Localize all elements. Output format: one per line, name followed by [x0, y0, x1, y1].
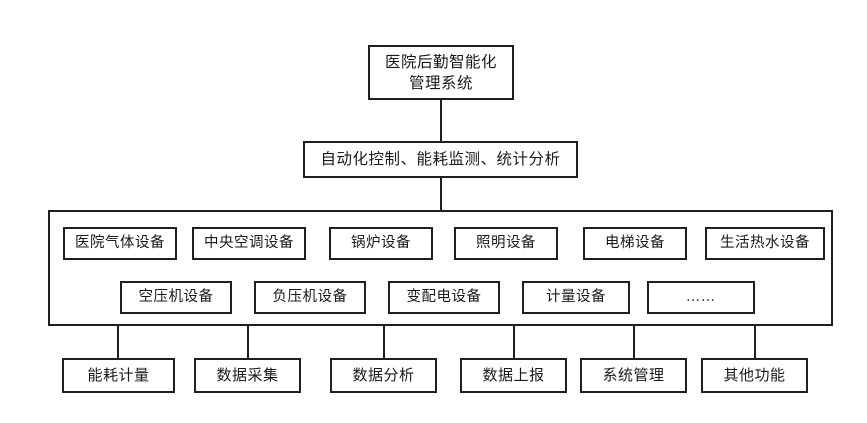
node-equipment-domestic-hot-water: 生活热水设备 [705, 227, 825, 260]
connector-to-function-system-management [633, 326, 635, 358]
node-equipment-power-distribution: 变配电设备 [388, 281, 500, 314]
node-equipment-more-ellipsis: …… [647, 281, 755, 314]
node-equipment-negative-pressure: 负压机设备 [254, 281, 366, 314]
node-function-data-reporting: 数据上报 [460, 358, 567, 393]
connector-layer2-to-equipment-group [440, 178, 442, 210]
node-equipment-medical-gas: 医院气体设备 [63, 227, 177, 260]
node-equipment-boiler: 锅炉设备 [329, 227, 433, 260]
node-function-data-analysis: 数据分析 [330, 358, 437, 393]
connector-to-function-data-reporting [513, 326, 515, 358]
connector-to-function-other [754, 326, 756, 358]
node-equipment-elevator: 电梯设备 [583, 227, 687, 260]
connector-root-to-layer2 [440, 100, 442, 141]
node-equipment-metering: 计量设备 [522, 281, 630, 314]
node-equipment-air-compressor: 空压机设备 [120, 281, 232, 314]
node-layer2-capabilities: 自动化控制、能耗监测、统计分析 [303, 141, 578, 178]
node-root-system: 医院后勤智能化 管理系统 [368, 45, 514, 100]
connector-to-function-energy-metering [117, 326, 119, 358]
node-function-other: 其他功能 [701, 358, 808, 393]
connector-to-function-data-collection [247, 326, 249, 358]
node-equipment-central-air-conditioning: 中央空调设备 [192, 227, 306, 260]
node-function-system-management: 系统管理 [580, 358, 687, 393]
connector-to-function-data-analysis [383, 326, 385, 358]
node-function-energy-metering: 能耗计量 [62, 358, 175, 393]
node-function-data-collection: 数据采集 [194, 358, 301, 393]
node-equipment-lighting: 照明设备 [454, 227, 558, 260]
